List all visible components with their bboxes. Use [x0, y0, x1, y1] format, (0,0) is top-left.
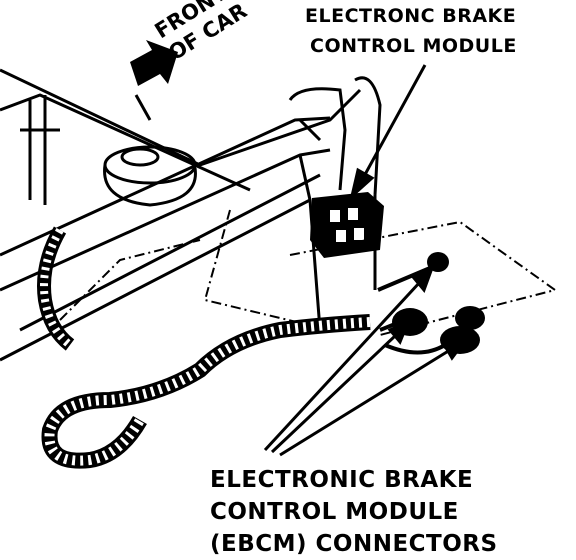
connectors-label-line-2: CONTROL MODULE [210, 499, 459, 525]
front-arrow-icon [130, 40, 178, 121]
connectors-label-line-3: (EBCM) CONNECTORS [210, 531, 498, 557]
leader-arrow-icon [263, 64, 468, 457]
connectors-label-line-1: ELECTRONIC BRAKE [210, 467, 474, 493]
module-label-line-1: ELECTRONC BRAKE [305, 5, 517, 27]
module-label-line-2: CONTROL MODULE [310, 35, 517, 57]
ebcm-module-icon [310, 192, 384, 258]
wiring-harness [37, 226, 371, 469]
strut-tower [20, 95, 197, 207]
